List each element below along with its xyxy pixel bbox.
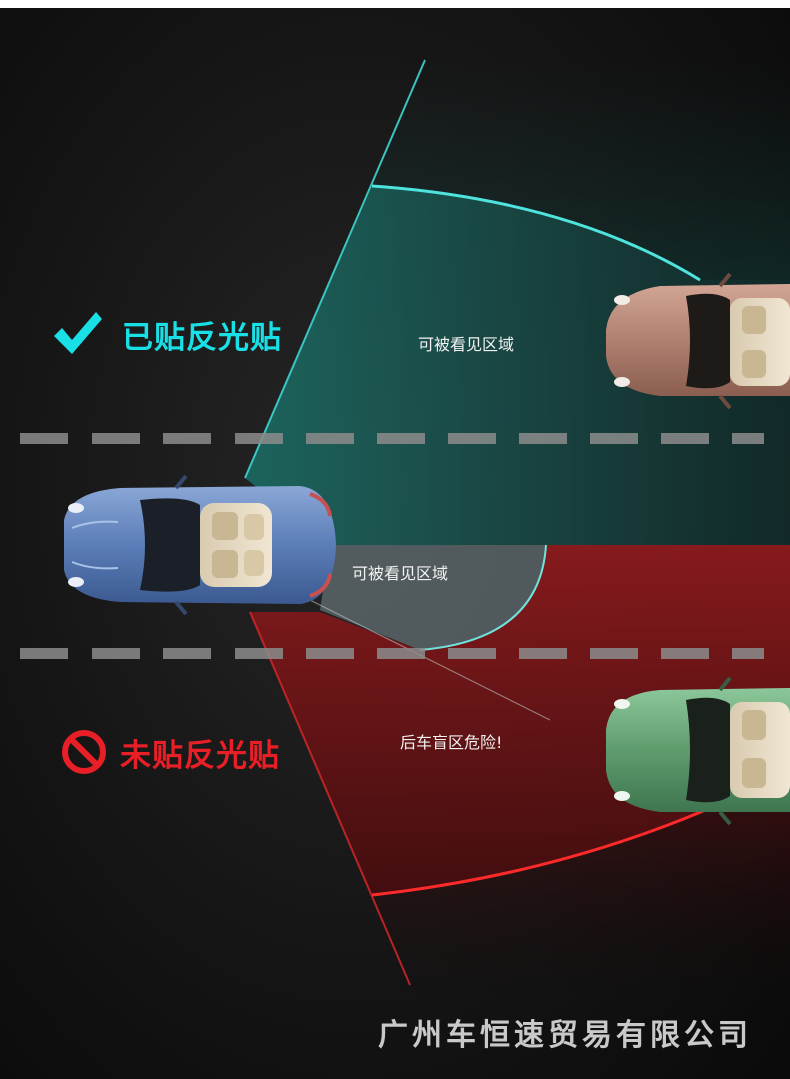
legend-with-reflector: 已贴反光贴 <box>52 310 282 358</box>
blind-spot-zone-bottom-fade <box>372 770 790 1000</box>
lane-divider-top <box>20 433 764 444</box>
visible-zone-near <box>320 545 546 650</box>
legend-without-reflector: 未贴反光贴 <box>60 728 280 776</box>
prohibited-icon <box>62 730 106 774</box>
visible-zone-far <box>245 186 790 545</box>
visible-zone-arc <box>371 184 701 282</box>
blind-spot-label: 后车盲区危险! <box>400 733 503 752</box>
check-icon <box>54 312 102 354</box>
visible-zone-near-arc <box>419 544 547 651</box>
legend-without-reflector-label: 未贴反光贴 <box>120 737 280 774</box>
bronze-convertible-car <box>606 272 790 410</box>
legend-with-reflector-label: 已贴反光贴 <box>122 319 282 356</box>
blind-spot-edge-line <box>249 611 411 986</box>
lane-divider-bottom <box>20 648 764 659</box>
visible-zone-near-label: 可被看见区域 <box>352 564 449 583</box>
visible-zone-far-top-fade <box>372 60 790 280</box>
blue-convertible-car <box>64 474 336 616</box>
top-white-band <box>0 0 790 8</box>
visible-zone-far-label: 可被看见区域 <box>418 335 515 354</box>
company-name: 广州车恒速贸易有限公司 <box>378 1018 752 1053</box>
green-convertible-car <box>606 676 790 826</box>
visible-zone-edge-line <box>244 59 426 479</box>
